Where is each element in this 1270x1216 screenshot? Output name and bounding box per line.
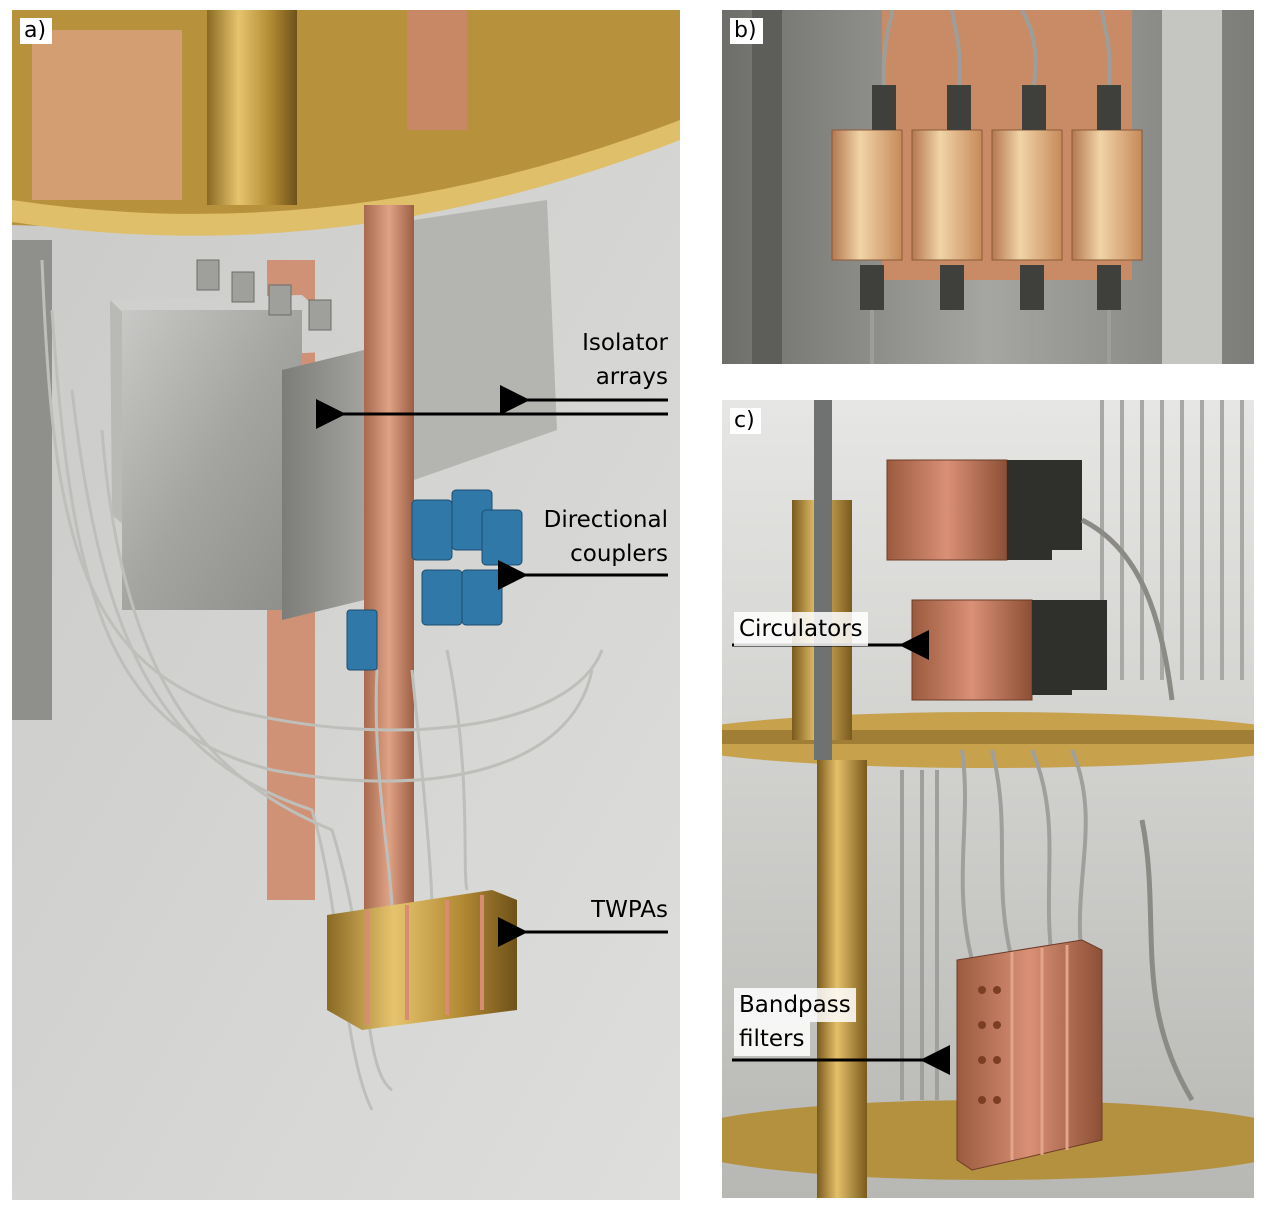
panel-label-c: c) (730, 408, 761, 434)
panel-label-b: b) (730, 18, 763, 44)
panel-a-photo: a) (12, 10, 680, 1200)
callout-couplers-line1: Directional (543, 507, 668, 533)
callout-isolator-line2: arrays (595, 364, 668, 390)
callout-bandpass-filters: Bandpass filters (734, 988, 856, 1056)
callout-bandpass-line2: filters (734, 1022, 810, 1056)
callout-bandpass-line1: Bandpass (734, 988, 856, 1022)
panel-b-illustration (722, 10, 1254, 364)
callout-twpas-line: TWPAs (591, 897, 668, 923)
callout-isolator-line1: Isolator (582, 330, 668, 356)
callout-twpas: TWPAs (540, 893, 668, 927)
callout-directional-couplers: Directional couplers (510, 503, 668, 571)
callout-isolator-arrays: Isolator arrays (540, 326, 668, 394)
panel-a-illustration (12, 10, 680, 1200)
callout-couplers-line2: couplers (570, 541, 668, 567)
callout-circulators: Circulators (734, 612, 868, 646)
callout-circulators-line: Circulators (734, 612, 868, 646)
panel-b-photo: b) (722, 10, 1254, 364)
panel-label-a: a) (20, 18, 53, 44)
